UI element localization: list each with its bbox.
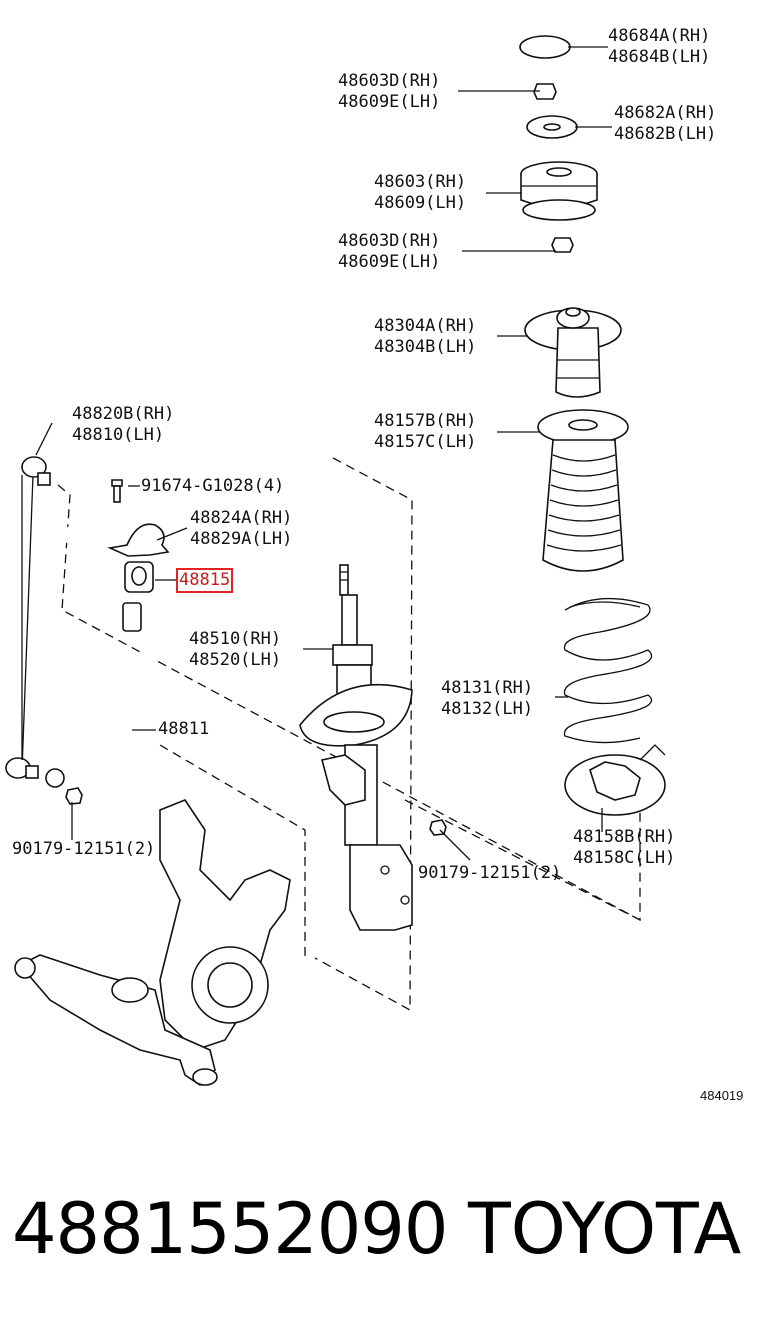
washer-hole xyxy=(543,123,561,131)
label-shock-absorber: 48510(RH)48520(LH) xyxy=(189,629,282,670)
label-upper-mount: 48603(RH)48609(LH) xyxy=(374,172,467,213)
label-upper-washer: 48682A(RH)48682B(LH) xyxy=(614,103,717,144)
top-nut xyxy=(533,83,557,100)
knuckle-guide-box xyxy=(159,744,306,960)
label-top-nut: 48603D(RH)48609E(LH) xyxy=(338,71,441,112)
stabilizer-bushing xyxy=(124,561,154,593)
diagram-ref-code: 484019 xyxy=(700,1088,744,1103)
upper-spring-seat xyxy=(524,307,622,398)
label-bushing-highlighted[interactable]: 48815 xyxy=(176,568,234,593)
strut-cap xyxy=(519,35,571,59)
label-coil-spring: 48131(RH)48132(LH) xyxy=(441,678,534,719)
label-stabilizer-bracket: 48824A(RH)48829A(LH) xyxy=(190,508,293,549)
stabilizer-bar xyxy=(45,526,160,788)
label-strut-cap: 48684A(RH)48684B(LH) xyxy=(608,26,711,67)
parts-diagram xyxy=(5,35,666,1087)
dust-boot xyxy=(537,409,629,572)
stabilizer-bracket xyxy=(107,523,170,557)
strut-guide-box xyxy=(314,457,413,1012)
label-bracket-bolt: 91674-G1028(4) xyxy=(141,476,285,496)
bracket-bolt xyxy=(111,479,123,503)
label-nut-right: 90179-12151(2) xyxy=(418,863,562,883)
leader-lines xyxy=(35,46,612,861)
mid-nut xyxy=(551,237,574,253)
label-mid-nut: 48603D(RH)48609E(LH) xyxy=(338,231,441,272)
lower-spring-seat xyxy=(564,744,666,832)
label-nut-left: 90179-12151(2) xyxy=(12,839,156,859)
shock-absorber xyxy=(299,564,413,931)
label-lower-spring-seat: 48158B(RH)48158C(LH) xyxy=(573,827,676,868)
brand-name: TOYOTA xyxy=(468,1188,742,1270)
label-stabilizer-link: 48820B(RH)48810(LH) xyxy=(72,404,175,445)
stabilizer-link xyxy=(5,456,51,779)
upper-mount xyxy=(520,161,598,221)
steering-knuckle xyxy=(14,799,291,1087)
stabilizer-guide-box xyxy=(57,484,641,922)
label-spring-seat: 48304A(RH)48304B(LH) xyxy=(374,316,477,357)
label-dust-boot: 48157B(RH)48157C(LH) xyxy=(374,411,477,452)
part-number: 4881552090 xyxy=(12,1188,448,1270)
coil-spring xyxy=(563,597,653,744)
link-nut-left xyxy=(65,787,83,805)
label-stabilizer-bar: 48811 xyxy=(158,719,210,739)
